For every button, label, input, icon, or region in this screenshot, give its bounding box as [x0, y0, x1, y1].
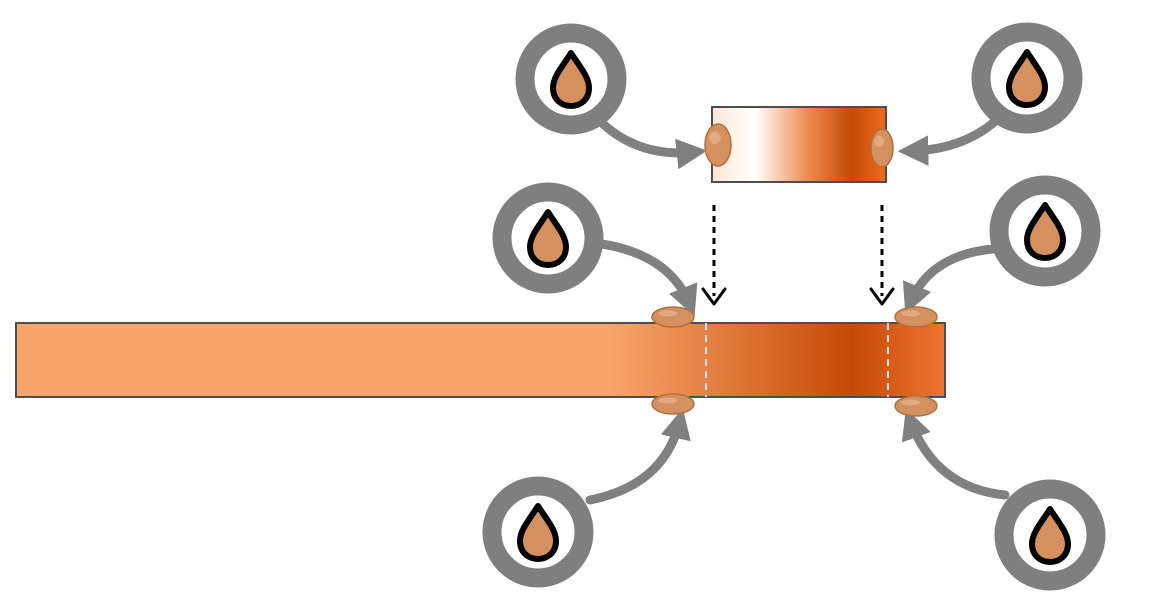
bead-piece-left — [704, 123, 732, 167]
bead-bottom-right — [894, 395, 938, 417]
drop-badge-bottom-right — [994, 479, 1106, 591]
drop-badge-mid-left — [492, 182, 604, 294]
bead-top-right — [894, 306, 938, 328]
insert-arrow-right — [869, 205, 895, 306]
oil-drop-icon — [1006, 49, 1048, 108]
drop-badge-top-left — [515, 23, 627, 135]
drop-badge-bottom-left — [482, 476, 594, 588]
insert-piece — [711, 106, 887, 183]
arrow-bottom-left — [585, 408, 691, 505]
arrow-bottom-right — [901, 408, 1010, 500]
arrow-mid-left — [597, 239, 698, 317]
pointer-arrows — [585, 112, 1010, 505]
oil-drop-icon — [517, 503, 559, 562]
oil-drop-icon — [527, 209, 569, 268]
oil-drop-icon — [1029, 506, 1071, 565]
glue-beads — [651, 123, 938, 417]
drop-badge-mid-right — [989, 175, 1101, 287]
arrow-top-left — [597, 118, 708, 170]
oil-drop-icon — [550, 50, 592, 109]
oil-drop-icon — [1024, 202, 1066, 261]
bead-top-left — [651, 306, 695, 328]
drop-badge-top-right — [971, 22, 1083, 134]
drop-badges — [482, 22, 1106, 591]
insert-arrows — [701, 205, 895, 306]
bead-piece-right — [870, 128, 894, 168]
insert-arrow-left — [701, 205, 727, 306]
arrow-top-right — [897, 112, 1005, 166]
arrow-mid-right — [902, 244, 998, 315]
long-strip — [15, 322, 946, 398]
bead-bottom-left — [651, 393, 695, 415]
